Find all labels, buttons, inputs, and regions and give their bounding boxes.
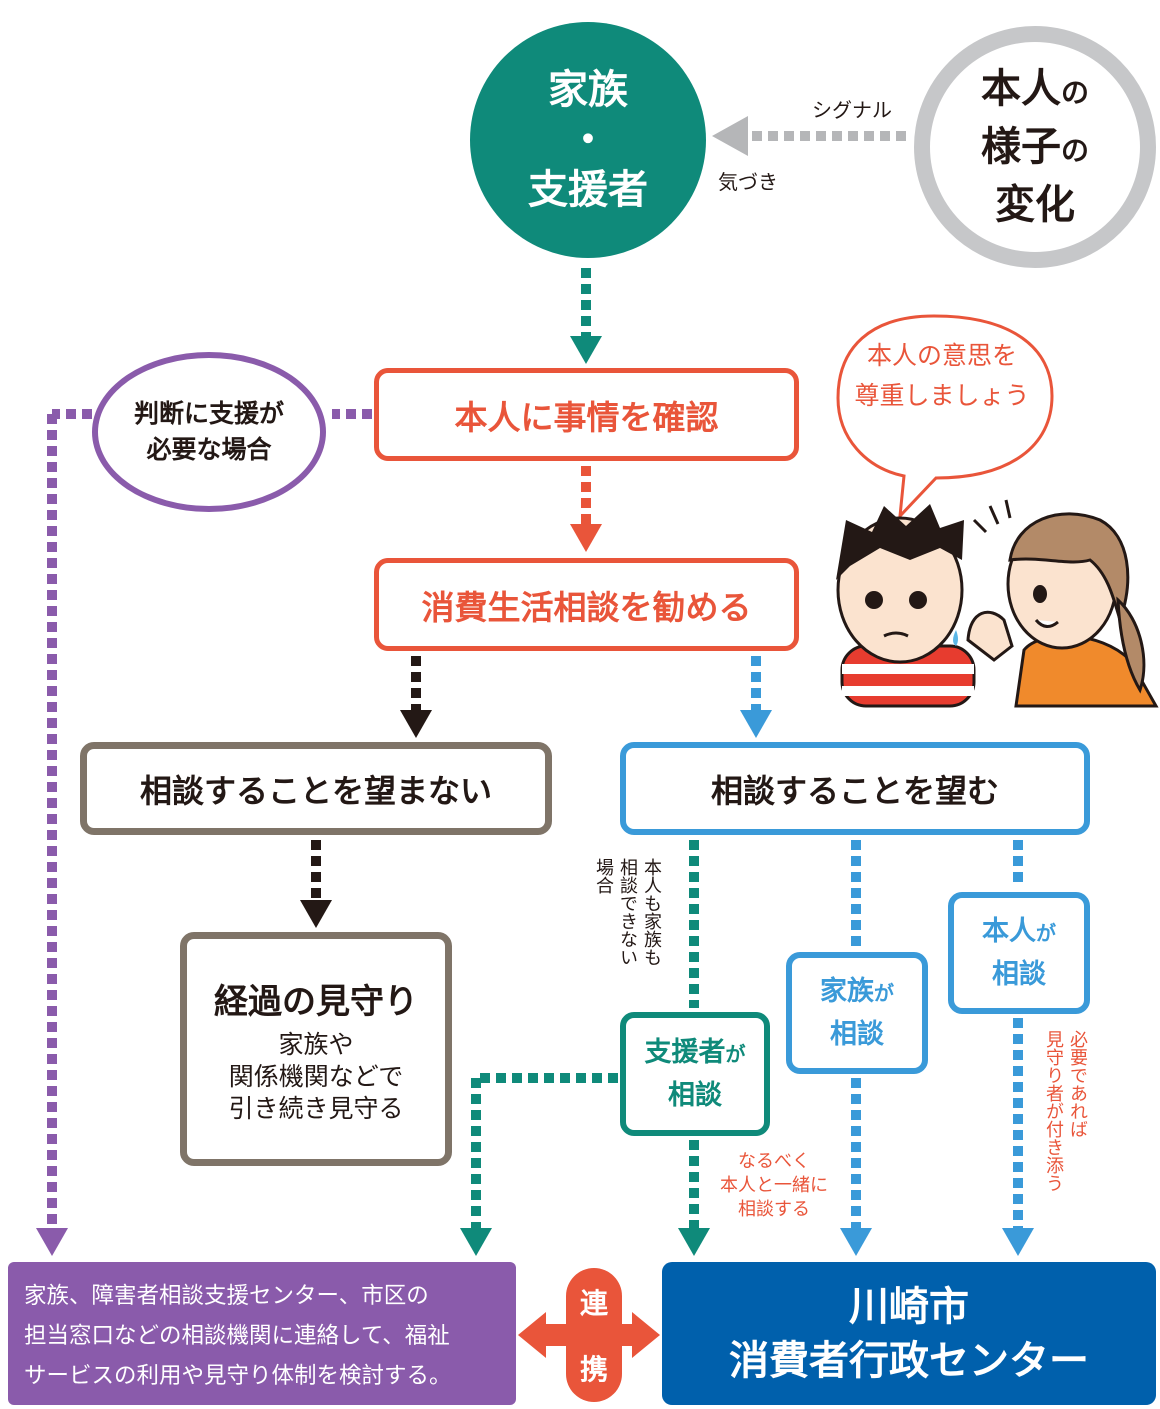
self-consult-b: 相談 [992,958,1046,990]
kawasaki-consumer-center-box: 川崎市 消費者行政センター [662,1262,1156,1405]
family-to-center-arrowhead [840,1228,872,1256]
supporter-left-arrowhead [460,1228,492,1256]
signal-label: シグナル [812,98,892,122]
self-change-b-small: の [1060,134,1089,167]
self-to-center-arrowhead [1002,1228,1034,1256]
center-line1: 川崎市 [849,1283,969,1330]
supporter-consult-a: 支援者 [644,1036,726,1068]
supporter-consult-node: 支援者が 相談 [620,1012,770,1136]
family-consult-a: 家族 [820,975,874,1007]
cooperation-char2: 携 [579,1353,608,1386]
illustration-people-talking [836,499,1159,708]
nowish-to-watch-arrowhead [300,900,332,928]
self-consult-node: 本人が 相談 [948,892,1090,1014]
cannot-consult-line2: 相談できない [617,858,638,966]
cannot-consult-line1: 本人も家族も [641,858,662,966]
self-change-b: 様子 [980,124,1061,170]
confirm-to-recommend-arrowhead [570,524,602,552]
judge-case-line1: 判断に支援が [133,399,284,428]
family-consult-ga: が [874,980,894,1005]
together-line3: 相談する [738,1199,810,1220]
family-consult-b: 相談 [830,1018,884,1050]
family-supporter-dot: ・ [568,117,608,163]
watch-title: 経過の見守り [214,981,418,1022]
bubble-line2: 尊重しましょう [854,381,1030,410]
family-supporter-line1: 家族 [548,67,628,113]
cannot-consult-note: 本人も家族も 相談できない 場合 [592,858,662,966]
recommend-to-nowish-arrowhead [400,710,432,738]
consultation-agencies-box: 家族、障害者相談支援センター、市区の 担当窓口などの相談機関に連絡して、福祉 サ… [8,1262,516,1405]
bubble-text: 本人の意思を 尊重しましょう [842,336,1042,416]
watch-line1: 家族や [278,1029,354,1059]
confirm-node: 本人に事情を確認 [374,368,799,461]
recommend-to-wish-arrowhead [740,710,772,738]
center-line2: 消費者行政センター [729,1337,1089,1384]
self-consult-a: 本人 [982,915,1036,947]
renkei-left-arrowhead [518,1312,546,1358]
supporter-consult-b: 相談 [668,1079,722,1111]
watch-line2: 関係機関などで [228,1061,404,1091]
family-consult-node: 家族が 相談 [786,952,928,1074]
judge-case-node: 判断に支援が 必要な場合 [92,352,326,512]
family-supporter-node: 家族 ・ 支援者 [470,22,706,258]
agencies-line2: 担当窓口などの相談機関に連絡して、福祉 [24,1323,450,1349]
together-line1: なるべく [738,1151,810,1172]
renkei-right-arrowhead [632,1312,660,1358]
self-change-a: 本人 [980,66,1061,112]
accompany-line1: 必要であれば [1067,1030,1088,1138]
recommend-node: 消費生活相談を勧める [374,558,799,651]
self-change-a-small: の [1060,76,1089,109]
watch-node: 経過の見守り 家族や 関係機関などで 引き続き見守る [180,932,452,1166]
self-change-node: 本人の 様子の 変化 [914,26,1156,268]
signal-arrowhead [712,116,748,156]
no-wish-node: 相談することを望まない [80,742,552,835]
cannot-consult-line3: 場合 [593,858,614,894]
wish-node: 相談することを望む [620,742,1090,835]
cooperation-badge: 連 携 [566,1268,622,1402]
together-line2: 本人と一緒に [720,1175,828,1196]
accompany-line2: 見守り者が付き添う [1043,1030,1064,1192]
watch-line3: 引き続き見守る [228,1093,404,1123]
bubble-line1: 本人の意思を [866,341,1017,370]
self-change-c: 変化 [995,182,1075,228]
judge-case-line2: 必要な場合 [146,435,272,464]
cooperation-char1: 連 [579,1287,608,1320]
speech-bubble [836,314,1054,521]
supporter-to-center-arrowhead [678,1228,710,1256]
self-consult-ga: が [1036,920,1056,945]
agencies-line1: 家族、障害者相談支援センター、市区の [24,1283,429,1309]
family-supporter-line2: 支援者 [528,167,648,213]
family-to-confirm-arrowhead [570,336,602,364]
supporter-consult-ga: が [725,1041,746,1066]
agencies-line3: サービスの利用や見守り体制を検討する。 [24,1363,452,1389]
judge-down-arrowhead [36,1228,68,1256]
together-note: なるべく 本人と一緒に 相談する [706,1150,842,1222]
accompany-note: 必要であれば 見守り者が付き添う [1042,1030,1088,1192]
notice-label: 気づき [718,170,778,194]
